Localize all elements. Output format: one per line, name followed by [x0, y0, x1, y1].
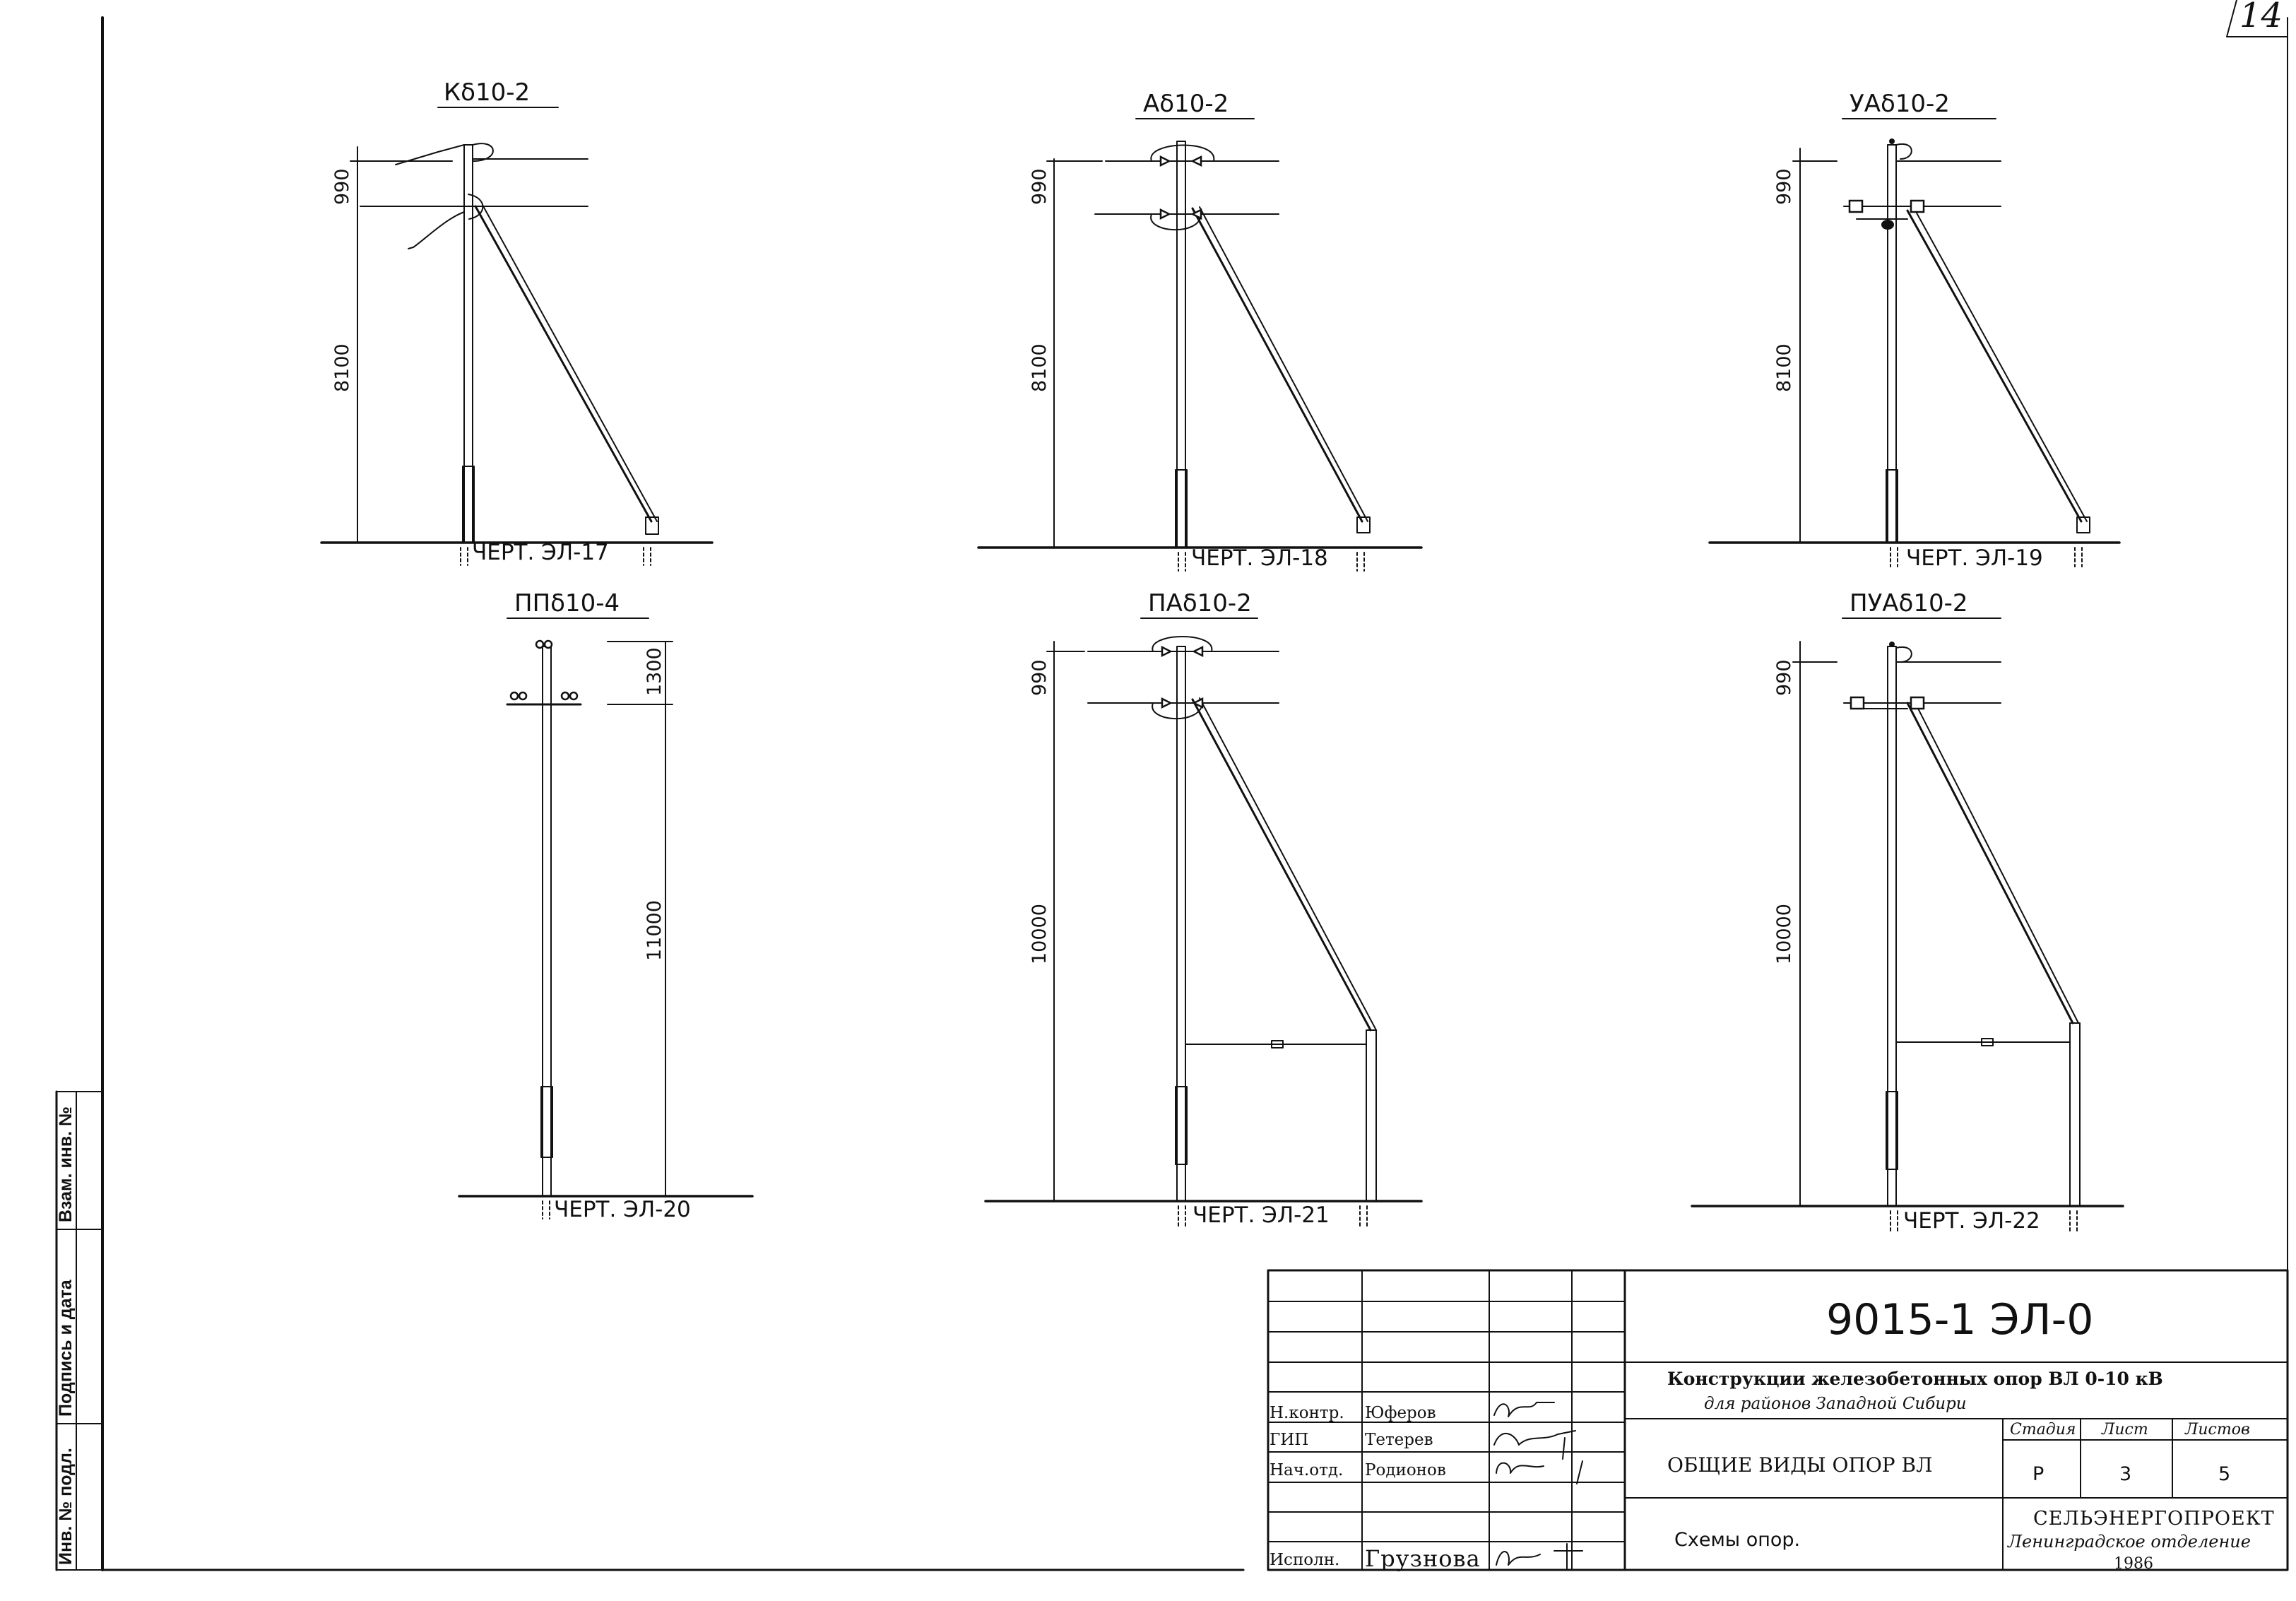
- pole-title: ПАδ10-2: [1148, 589, 1252, 618]
- title-block: 9015-1 ЭЛ-0 Конструкции железобетонных о…: [1267, 1269, 2289, 1573]
- chert-ref: ЧЕРТ. ЭЛ-19: [1906, 545, 2043, 571]
- pole-view-puab10-2: ПУАδ10-2 990 10000 ЧЕРТ. ЭЛ-22: [1691, 589, 2124, 1234]
- dim-main: 8100: [1773, 343, 1795, 392]
- pole-view-uab10-2: УАδ10-2 990 8100 ЧЕРТ. ЭЛ-19: [1708, 90, 2121, 571]
- sheets-value: 5: [2218, 1463, 2230, 1485]
- dim-top: 990: [331, 168, 353, 205]
- project-line-1: Конструкции железобетонных опор ВЛ 0-10 …: [1667, 1369, 2163, 1389]
- project-line-2: для районов Западной Сибири: [1704, 1395, 1967, 1413]
- signatory-row: ГИП Тетерев: [1270, 1430, 1576, 1460]
- pole-title: Аδ10-2: [1143, 90, 1229, 118]
- drawing-name: Схемы опор.: [1674, 1529, 1800, 1551]
- signatory-role: Н.контр.: [1270, 1404, 1344, 1422]
- signatory-role: Нач.отд.: [1270, 1461, 1343, 1479]
- signature: [1493, 1402, 1555, 1417]
- org-year: 1986: [2114, 1555, 2153, 1573]
- signatory-name: Тетерев: [1365, 1431, 1433, 1449]
- chert-ref: ЧЕРТ. ЭЛ-22: [1903, 1208, 2040, 1234]
- signatory-row: Нач.отд. Родионов: [1270, 1460, 1583, 1484]
- signatory-role: ГИП: [1270, 1431, 1308, 1449]
- dim-top: 990: [1029, 659, 1051, 696]
- stage-value: Р: [2032, 1463, 2044, 1485]
- org-name: СЕЛЬЭНЕРГОПРОЕКТ: [2033, 1508, 2275, 1530]
- signatory-name: Юферов: [1365, 1404, 1436, 1422]
- pole-title: УАδ10-2: [1850, 90, 1950, 118]
- sheet-value: 3: [2119, 1463, 2131, 1485]
- sheet-number-box: 14: [2226, 0, 2288, 37]
- pole-view-ppb10-4: ППδ10-4 1300 11000 ЧЕРТ. ЭЛ-20: [458, 589, 754, 1222]
- pole-title: ПУАδ10-2: [1850, 589, 1968, 618]
- org-dept: Ленинградское отделение: [2007, 1532, 2251, 1552]
- signatory-row: Исполн. Грузнова: [1270, 1543, 1583, 1572]
- dim-main: 11000: [644, 900, 665, 961]
- side-stamp: Взам. инв. № Подпись и дата Инв. № подл.: [55, 1090, 103, 1571]
- dim-main: 10000: [1773, 904, 1795, 964]
- pole-view-pab10-2: ПАδ10-2 990 10000 ЧЕРТ. ЭЛ-21: [984, 589, 1423, 1228]
- side-stamp-vzam-inv: Взам. инв. №: [56, 1106, 76, 1222]
- side-stamp-podpis-data: Подпись и дата: [56, 1279, 76, 1417]
- signatory-role: Исполн.: [1270, 1551, 1339, 1569]
- pole-view-kb10-2: Кδ10-2 990 8100 ЧЕРТ. ЭЛ-17: [320, 78, 714, 566]
- signatory-name: Грузнова: [1365, 1545, 1481, 1572]
- dim-top: 990: [1773, 168, 1795, 205]
- sheet-label: Лист: [2101, 1421, 2148, 1438]
- chert-ref: ЧЕРТ. ЭЛ-21: [1193, 1203, 1330, 1228]
- dim-main: 10000: [1029, 904, 1051, 964]
- signatory-name: Родионов: [1365, 1461, 1446, 1479]
- sheet-title: ОБЩИЕ ВИДЫ ОПОР ВЛ: [1667, 1453, 1932, 1477]
- pole-title: ППδ10-4: [514, 589, 620, 618]
- chert-ref: ЧЕРТ. ЭЛ-20: [554, 1197, 691, 1222]
- signature: [1496, 1543, 1583, 1569]
- chert-ref: ЧЕРТ. ЭЛ-17: [472, 540, 609, 565]
- sheets-label: Листов: [2184, 1421, 2250, 1438]
- pole-title: Кδ10-2: [444, 78, 530, 107]
- signature: [1496, 1460, 1583, 1484]
- side-stamp-inv-podl: Инв. № подл.: [56, 1448, 76, 1565]
- sheet-number: 14: [2239, 0, 2283, 35]
- dim-main: 8100: [331, 343, 353, 392]
- stage-label: Стадия: [2010, 1421, 2076, 1438]
- dim-top: 990: [1029, 168, 1051, 205]
- dim-top: 990: [1773, 659, 1795, 696]
- pole-view-ab10-2: Аδ10-2 990 8100 ЧЕРТ. ЭЛ-18: [977, 90, 1423, 572]
- doc-code: 9015-1 ЭЛ-0: [1826, 1295, 2093, 1345]
- signatory-row: Н.контр. Юферов: [1270, 1402, 1555, 1422]
- dim-top: 1300: [644, 647, 665, 696]
- dim-main: 8100: [1029, 343, 1051, 392]
- signature: [1493, 1430, 1576, 1460]
- chert-ref: ЧЕРТ. ЭЛ-18: [1191, 545, 1328, 571]
